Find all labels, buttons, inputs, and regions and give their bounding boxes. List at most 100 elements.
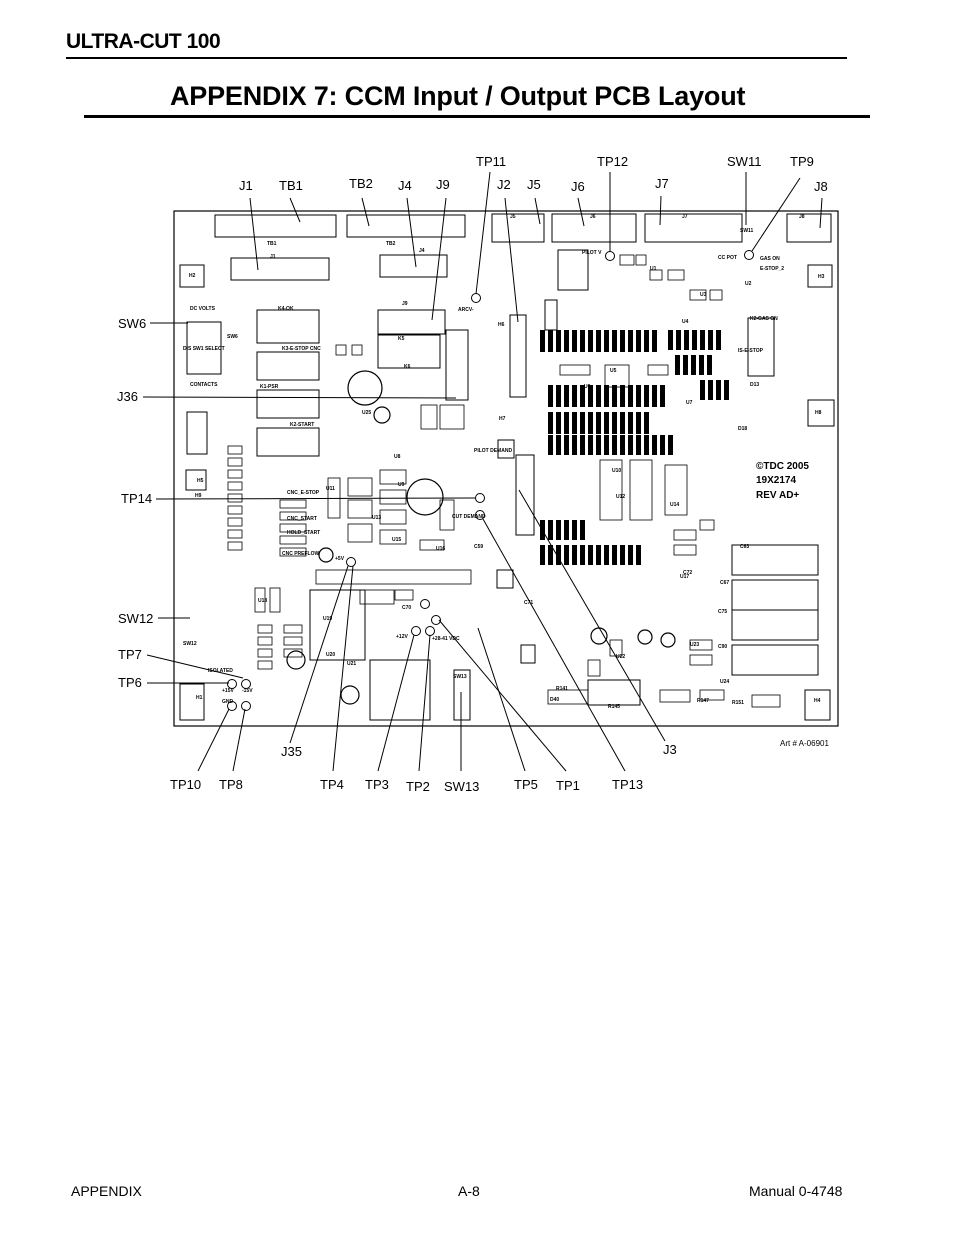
callout-j7: J7 [655,176,669,191]
silk-h2: H2 [189,273,196,279]
silk-tb1: TB1 [267,241,277,247]
callout-tb2: TB2 [349,176,373,191]
silk-h3: H3 [818,274,825,280]
silk-j7: J7 [682,214,688,220]
callout-sw12: SW12 [118,611,153,626]
silk-k3: K3-E-STOP CNC [282,346,321,352]
page-title: APPENDIX 7: CCM Input / Output PCB Layou… [170,81,746,111]
silk-cnc-start: CNC_START [287,516,317,522]
silk-c59: C59 [474,544,483,550]
footer-section: APPENDIX [71,1183,142,1199]
silk-u6: U6 [584,384,591,390]
silk-c75: C75 [718,609,727,615]
top-connectors [214,213,832,536]
callout-j9: J9 [436,177,450,192]
silk-u19: U19 [323,616,332,622]
silk-u22: U22 [616,654,625,660]
silk-h7: H7 [499,416,506,422]
callout-tp8: TP8 [219,777,243,792]
callout-tp5: TP5 [514,777,538,792]
header-product-name: ULTRA-CUT 100 [66,30,221,53]
board-copyright: ©TDC 2005 [756,461,809,472]
mounting-holes [179,264,835,721]
silk-u9: U9 [398,482,405,488]
silk-u2: U2 [745,281,752,287]
silk-u24: U24 [720,679,729,685]
callout-tb1: TB1 [279,178,303,193]
callout-j4: J4 [398,178,412,193]
silk-c90: C90 [718,644,727,650]
silk-plus15v: +15V [222,688,234,694]
callout-j2: J2 [497,177,511,192]
component-field [540,330,729,565]
silk-r151: R151 [732,700,744,706]
silk-cc-pot: CC POT [718,255,737,261]
silk-u7: U7 [686,400,693,406]
silk-j6: J6 [590,214,596,220]
silk-c71: C71 [524,600,533,606]
silk-dc-volts: DC VOLTS [190,306,216,312]
silk-u17: U17 [680,574,689,580]
silk-cut-demand: CUT DEMAND [452,514,486,520]
silk-j5: J5 [510,214,516,220]
silk-u12: U12 [616,494,625,500]
callout-j6: J6 [571,179,585,194]
callout-j35: J35 [281,744,302,759]
silk-k2: K2-START [290,422,314,428]
footer-manual-number: Manual 0-4748 [749,1183,843,1199]
silk-cnc-preflow: CNC PREFLOW [282,551,320,557]
silk-r147: R147 [697,698,709,704]
silk-sw12: SW12 [183,641,197,647]
callout-j8: J8 [814,179,828,194]
silk-d18: D18 [738,426,747,432]
callout-tp2: TP2 [406,779,430,794]
title-rule [84,115,870,118]
silk-dis-sw1-select: DIS SW1 SELECT [183,346,225,352]
board-copyright-block: ©TDC 2005 19X2174 REV AD+ [756,461,809,501]
callout-tp11: TP11 [476,154,506,169]
silk-isolated: ISOLATED [208,668,233,674]
silk-u15: U15 [392,537,401,543]
silk-sw11: SW11 [740,228,754,234]
silk-gas-on: GAS ON [760,256,780,262]
silk-u4: U4 [682,319,689,325]
silkscreen-labels: TB1 TB2 J1 J4 J5 J6 J7 J8 J9 H1 H2 H3 H4… [183,214,825,710]
silk-d40: D40 [550,697,559,703]
silk-u18: U18 [258,598,267,604]
silk-u21: U21 [347,661,356,667]
silk-u1: U1 [650,266,657,272]
silk-k6: K6 [404,364,411,370]
silk-k4: K4-OK [278,306,294,312]
callout-sw11: SW11 [727,154,761,169]
callout-sw6: SW6 [118,316,146,331]
art-number: Art # A-06901 [780,739,829,748]
silk-pilot-v: PILOT V [582,250,602,256]
silk-d13: D13 [750,382,759,388]
pcb-board-outline [173,210,839,727]
header-rule [66,57,847,59]
silk-u25: U25 [362,410,371,416]
callout-leaders [142,171,823,772]
callout-j36: J36 [117,389,138,404]
silk-u3: U3 [700,292,707,298]
callout-j5: J5 [527,177,541,192]
board-revision: REV AD+ [756,490,799,501]
silk-h6: H6 [498,322,505,328]
silk-plus12v: +12V [396,634,408,640]
callout-tp7: TP7 [118,647,142,662]
silk-h4: H4 [814,698,821,704]
callout-tp14: TP14 [121,491,152,506]
callout-j3: J3 [663,742,677,757]
footer-page-number: A-8 [458,1183,480,1199]
silk-c63: C63 [740,544,749,550]
silk-sw13: SW13 [453,674,467,680]
silk-sw6: SW6 [227,334,238,340]
board-part-number: 19X2174 [756,475,796,486]
test-points [227,250,754,711]
silk-r145: R145 [608,704,620,710]
silk-plus5v: +5V [335,556,345,562]
silk-tb2: TB2 [386,241,396,247]
silk-u8: U8 [394,454,401,460]
silk-h5: H5 [197,478,204,484]
